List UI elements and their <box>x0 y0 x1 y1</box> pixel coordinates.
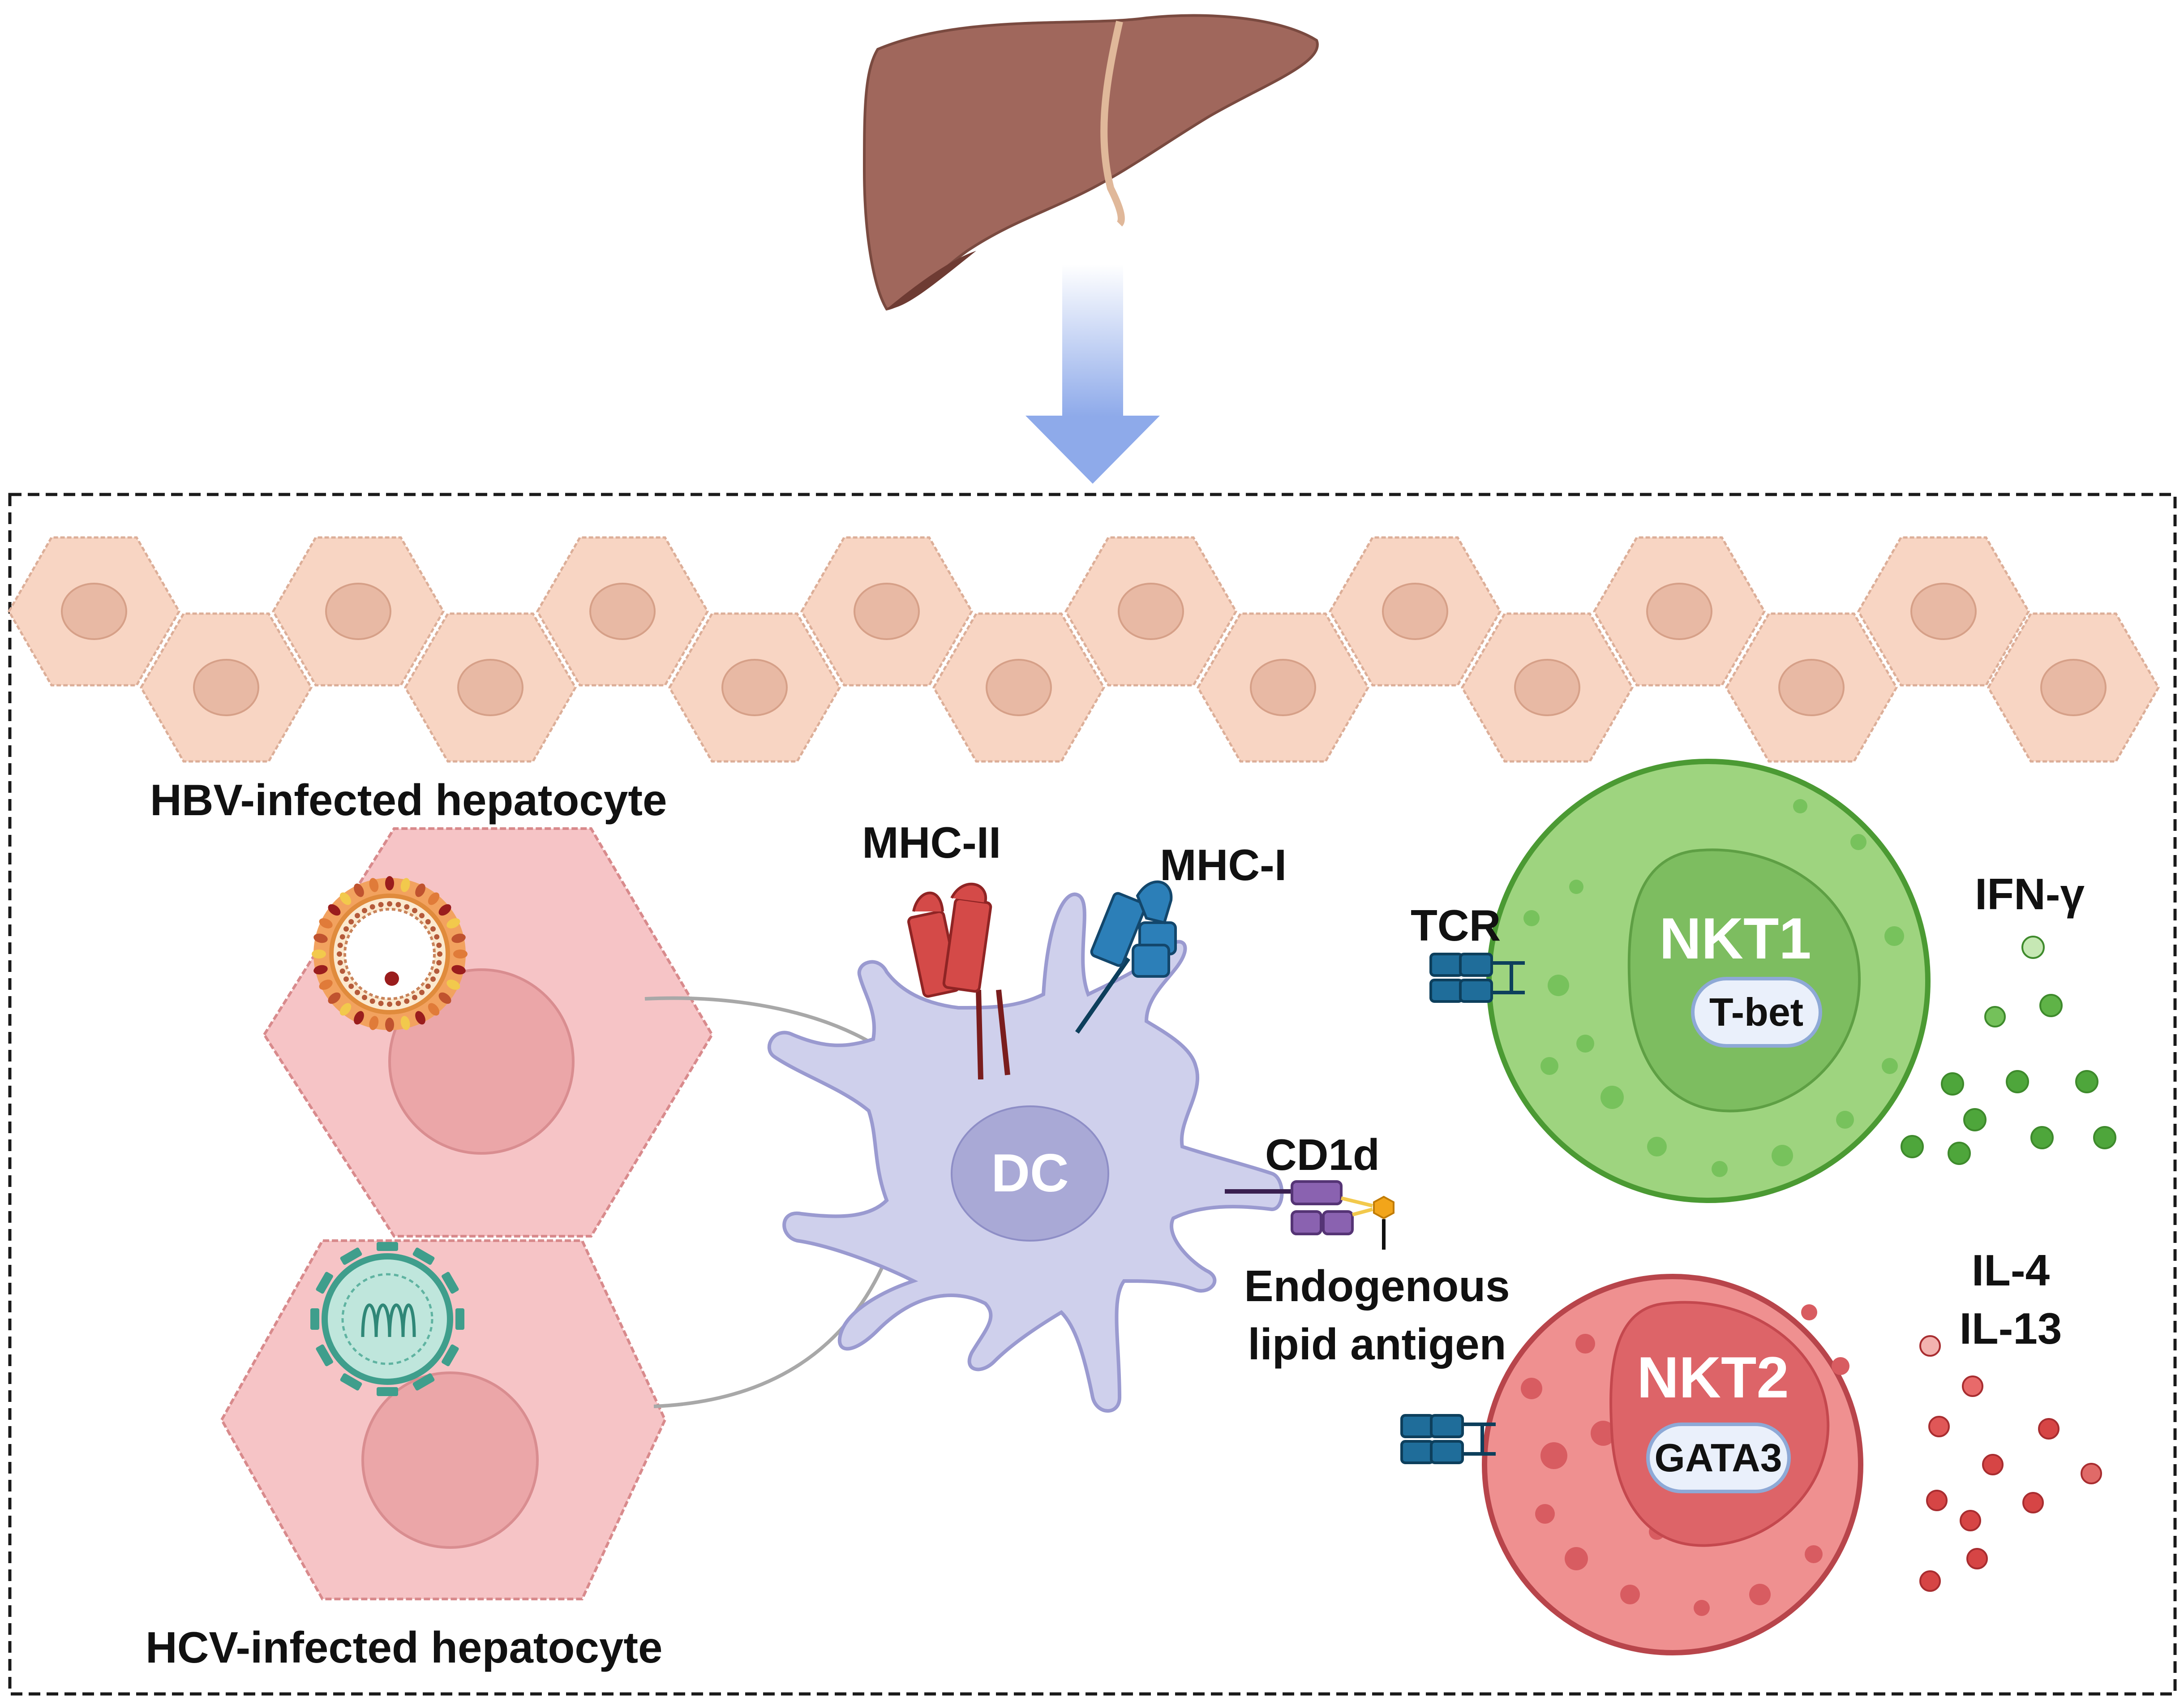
down-arrow-icon <box>1025 264 1160 484</box>
hbv-virus-icon <box>312 876 468 1032</box>
nkt2-label: NKT2 <box>1637 1345 1789 1410</box>
nkt1-cell: NKT1 T-bet <box>1486 759 1931 1203</box>
gata3-label: GATA3 <box>1654 1436 1782 1480</box>
lipid-antigen-icon <box>1373 1195 1394 1250</box>
mhc-ii-receptor-icon <box>907 882 1010 1080</box>
mhc-ii-label: MHC-II <box>862 818 1001 867</box>
hcv-hepatocyte-label: HCV-infected hepatocyte <box>146 1623 662 1672</box>
nkt1-label: NKT1 <box>1659 906 1811 971</box>
cd1d-label: CD1d <box>1265 1130 1380 1179</box>
ifn-gamma-label: IFN-γ <box>1975 869 2085 919</box>
il4-il13-cytokines <box>1919 1335 2102 1592</box>
hbv-hepatocyte-label: HBV-infected hepatocyte <box>150 775 667 825</box>
hepatocyte-cell <box>934 614 1104 761</box>
mhc-i-receptor-icon <box>1075 880 1177 1034</box>
dendritic-cell: DC <box>767 892 1284 1413</box>
hepatocyte-cell <box>9 537 179 685</box>
hepatocyte-row <box>9 537 2158 761</box>
hepatocyte-cell <box>537 537 708 685</box>
il13-label: IL-13 <box>1960 1304 2062 1353</box>
cd1d-receptor-icon <box>1225 1180 1373 1235</box>
hepatocyte-cell <box>1066 537 1236 685</box>
hepatocyte-cell <box>802 537 972 685</box>
hepatocyte-cell <box>141 614 311 761</box>
nkt2-cell: NKT2 GATA3 <box>1482 1274 1863 1655</box>
dc-label: DC <box>991 1143 1068 1203</box>
gata3-badge <box>1646 1423 1791 1493</box>
liver-icon <box>862 14 1319 311</box>
lipid-antigen-label-line1: Endogenous <box>1244 1261 1510 1311</box>
hepatocyte-cell <box>273 537 443 685</box>
hbv-infected-hepatocyte <box>262 827 714 1238</box>
liver-tissue-frame <box>8 493 2177 1696</box>
tbet-badge <box>1691 977 1822 1048</box>
hcv-infected-hepatocyte <box>220 1239 667 1600</box>
il4-label: IL-4 <box>1972 1246 2050 1295</box>
hepatocyte-cell <box>669 614 840 761</box>
hepatocyte-cell <box>1726 614 1897 761</box>
hepatocyte-cell <box>405 614 575 761</box>
mhc-i-label: MHC-I <box>1160 840 1287 890</box>
tcr-label: TCR <box>1411 901 1501 950</box>
hcv-virus-icon <box>310 1242 464 1396</box>
ifn-gamma-cytokines <box>1901 936 2116 1165</box>
hepatocyte-cell <box>1330 537 1500 685</box>
hepatocyte-cell <box>1594 537 1764 685</box>
lipid-antigen-label-line2: lipid antigen <box>1248 1319 1506 1369</box>
hepatocyte-cell <box>1462 614 1632 761</box>
tcr-receptor-icon-nkt2 <box>1402 1415 1496 1463</box>
hepatocyte-cell <box>1198 614 1368 761</box>
tbet-label: T-bet <box>1709 990 1803 1034</box>
